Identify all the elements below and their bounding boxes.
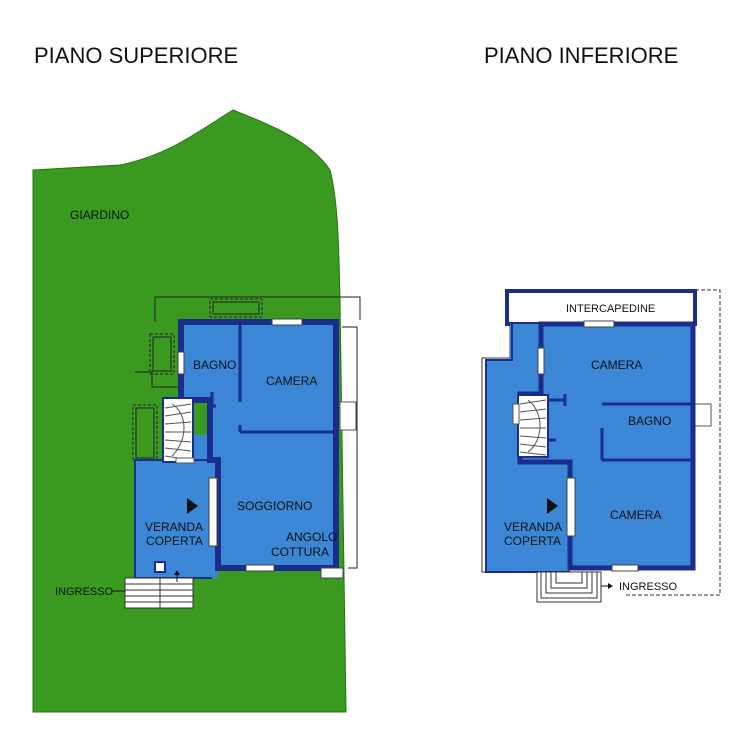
lower-bathroom-label: BAGNO [628, 414, 671, 428]
lower-windows [537, 320, 639, 572]
lower-veranda-label-line1: VERANDA [504, 520, 562, 534]
lower-floor-plan: INTERCAPEDINE CAMERA BAGNO CAMERA VERAND… [481, 289, 721, 603]
cavity-area [505, 289, 697, 326]
upper-entrance-label: INGRESSO [55, 586, 114, 598]
upper-windows [177, 318, 344, 579]
living-room-label: SOGGIORNO [237, 499, 312, 513]
upper-veranda-label-line1: VERANDA [145, 520, 203, 534]
lower-entrance-steps [536, 571, 613, 603]
upper-entrance-arrow-icon [187, 498, 198, 514]
upper-staircase [162, 397, 195, 464]
kitchen-label-line1: ANGOLO [286, 530, 337, 544]
kitchen-label-line2: COTTURA [271, 545, 329, 559]
lower-entrance-label: INGRESSO [619, 581, 678, 593]
lower-floor-title: PIANO INFERIORE [484, 43, 678, 68]
lower-entrance-arrow-icon [547, 498, 558, 514]
upper-veranda-label-line2: COPERTA [146, 534, 203, 548]
terrace-outlines [132, 296, 361, 569]
upper-bathroom-label: BAGNO [193, 358, 236, 372]
lower-top-bedroom-label: CAMERA [591, 358, 642, 372]
upper-entrance-steps [112, 561, 194, 609]
garden-label: GIARDINO [70, 208, 129, 222]
lower-bottom-bedroom-label: CAMERA [610, 508, 661, 522]
lower-veranda-label-line2: COPERTA [504, 534, 561, 548]
upper-floor-plan: GIARDINO BAGNO CAMERA SOGGIORNO ANGOLO C… [32, 109, 361, 713]
cavity-label: INTERCAPEDINE [566, 303, 655, 315]
lower-internal-walls [548, 394, 692, 462]
lower-veranda-border [485, 324, 570, 573]
upper-house-interior [135, 322, 336, 578]
upper-floor-title: PIANO SUPERIORE [34, 43, 238, 68]
upper-internal-walls [210, 323, 336, 568]
upper-bedroom-label: CAMERA [266, 374, 317, 388]
lower-staircase [512, 394, 549, 458]
lower-house-interior [486, 324, 692, 572]
